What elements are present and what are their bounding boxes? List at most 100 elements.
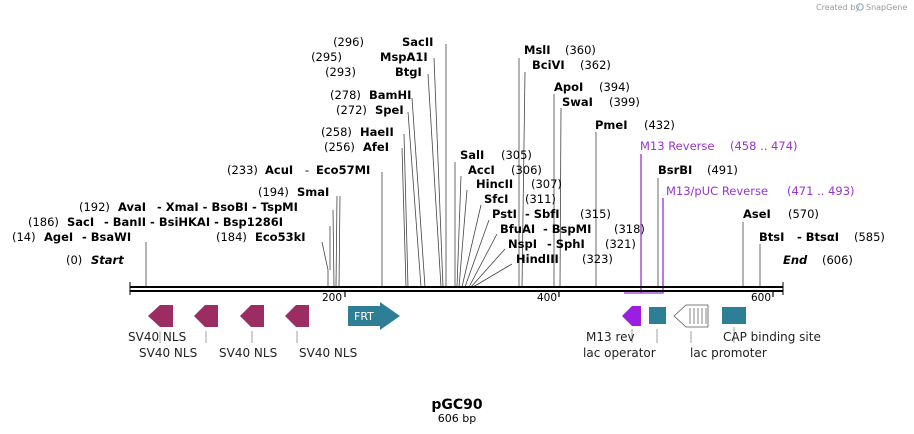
site-leader-lines [145,44,761,288]
spei-pos: (272) [336,103,367,117]
asei-name[interactable]: AseI [743,207,771,221]
msli-name[interactable]: MslI [524,43,551,57]
acui-sep: - [305,163,309,177]
sali-pos: (305) [501,148,532,162]
cap-binding-site-box[interactable] [722,307,746,324]
leader-acci [456,175,462,288]
eco53ki-name[interactable]: Eco53kI [255,230,306,244]
smai-pos: (194) [258,185,289,199]
sv40-nls-4-arrow[interactable] [285,305,309,327]
acui-name[interactable]: AcuI [265,163,293,177]
avai-name[interactable]: AvaI [118,200,146,214]
m13-rev-label: M13 rev [586,330,635,344]
smai-name[interactable]: SmaI [297,185,329,199]
m13-puc-reverse-name[interactable]: M13/pUC Reverse [666,184,768,198]
bsrbi-name[interactable]: BsrBI [658,163,692,177]
acui-pos: (233) [227,163,258,177]
bcivi-name[interactable]: BciVI [532,58,565,72]
apoi-name[interactable]: ApoI [554,80,583,94]
m13-reverse-range: (458 .. 474) [730,139,798,153]
tick-label-600: 600 [751,292,771,304]
lac-promoter-label: lac promoter [690,346,767,360]
features-track: FRT [148,302,746,330]
btgi-name[interactable]: BtgI [395,65,422,79]
afei-name[interactable]: AfeI [363,140,389,154]
lac-operator-box[interactable] [649,307,666,324]
spei-name[interactable]: SpeI [375,103,404,117]
bamhi-pos: (278) [330,88,361,102]
btsi-name[interactable]: BtsI [759,230,784,244]
agei-pos: (14) [12,230,36,244]
nspi-pos: (321) [605,237,636,251]
leader-spei [407,111,422,288]
backbone [129,282,784,297]
swai-pos: (399) [609,95,640,109]
leader-mspa1i [433,57,444,288]
plasmid-name: pGC90 [431,397,483,413]
agei-isoschizomers: - BsaWI [82,230,131,244]
hincii-name[interactable]: HincII [476,177,513,191]
eco57mi-name[interactable]: Eco57MI [316,163,370,177]
sali-name[interactable]: SalI [460,148,484,162]
haeii-name[interactable]: HaeII [360,125,394,139]
bamhi-name[interactable]: BamHI [369,88,411,102]
m13-reverse-name[interactable]: M13 Reverse [640,139,714,153]
saci-isoschizomers: - BanII - BsiHKAI - Bsp1286I [104,215,283,229]
sv40-nls-1-arrow[interactable] [148,305,173,327]
avai-pos: (192) [79,200,110,214]
leader-psti [464,219,490,288]
bfuai-name[interactable]: BfuAI [500,222,535,236]
acci-name[interactable]: AccI [468,163,495,177]
frt-feature[interactable]: FRT [348,302,400,330]
asei-pos: (570) [788,207,819,221]
psti-name[interactable]: PstI [492,207,517,221]
msli-pos: (360) [565,43,596,57]
leader-nspi [470,248,506,288]
site-labels-right: M13 Reverse (458 .. 474) BsrBI (491) M13… [640,139,885,267]
pmei-name[interactable]: PmeI [595,118,628,132]
hindiii-pos: (323) [582,252,613,266]
sv40-nls-4-label: SV40 NLS [299,346,357,360]
leader-swai [559,107,562,288]
bsrbi-pos: (491) [707,163,738,177]
pmei-pos: (432) [644,118,675,132]
site-labels-middle: MslI (360) BciVI (362) ApoI (394) SwaI (… [460,43,675,266]
psti-isoschizomers: - SbfI [525,207,560,221]
leader-bcivi [521,71,526,288]
hindiii-name[interactable]: HindIII [516,252,559,266]
sfci-name[interactable]: SfcI [484,192,508,206]
primer-brackets [624,154,664,294]
sfci-pos: (311) [525,192,556,206]
m13-rev-arrow[interactable] [622,306,641,326]
haeii-pos: (258) [321,125,352,139]
leader-hindiii [472,263,513,288]
leader-haeii [403,133,409,288]
sv40-nls-2-arrow[interactable] [194,305,218,327]
site-labels-left: (296) SacII (295) MspA1I (293) BtgI (278… [12,35,433,267]
saci-name[interactable]: SacI [67,215,94,229]
sacii-pos: (296) [333,35,364,49]
feature-labels: SV40 NLS SV40 NLS SV40 NLS SV40 NLS M13 … [128,330,821,360]
end-pos: (606) [822,253,853,267]
btgi-pos: (293) [325,65,356,79]
btsi-isoschizomers: - BtsαI [797,230,839,244]
mspa1i-name[interactable]: MspA1I [380,50,428,64]
bcivi-pos: (362) [580,58,611,72]
saci-pos: (186) [28,215,59,229]
bfuai-pos: (318) [614,222,645,236]
bfuai-isoschizomers: - BspMI [543,222,591,236]
sacii-name[interactable]: SacII [402,35,433,49]
end-label: End [783,253,808,267]
eco53ki-pos: (184) [216,230,247,244]
agei-name[interactable]: AgeI [44,230,73,244]
cap-binding-site-label: CAP binding site [723,330,821,344]
lac-promoter-arrow[interactable] [673,304,709,328]
sv40-nls-3-arrow[interactable] [240,305,264,327]
leader-avai [332,209,335,288]
nspi-name[interactable]: NspI [508,237,537,251]
m13-puc-reverse-range: (471 .. 493) [787,184,855,198]
swai-name[interactable]: SwaI [562,95,593,109]
leader-afei [401,147,407,288]
backbone-bottom-strand [130,290,783,292]
